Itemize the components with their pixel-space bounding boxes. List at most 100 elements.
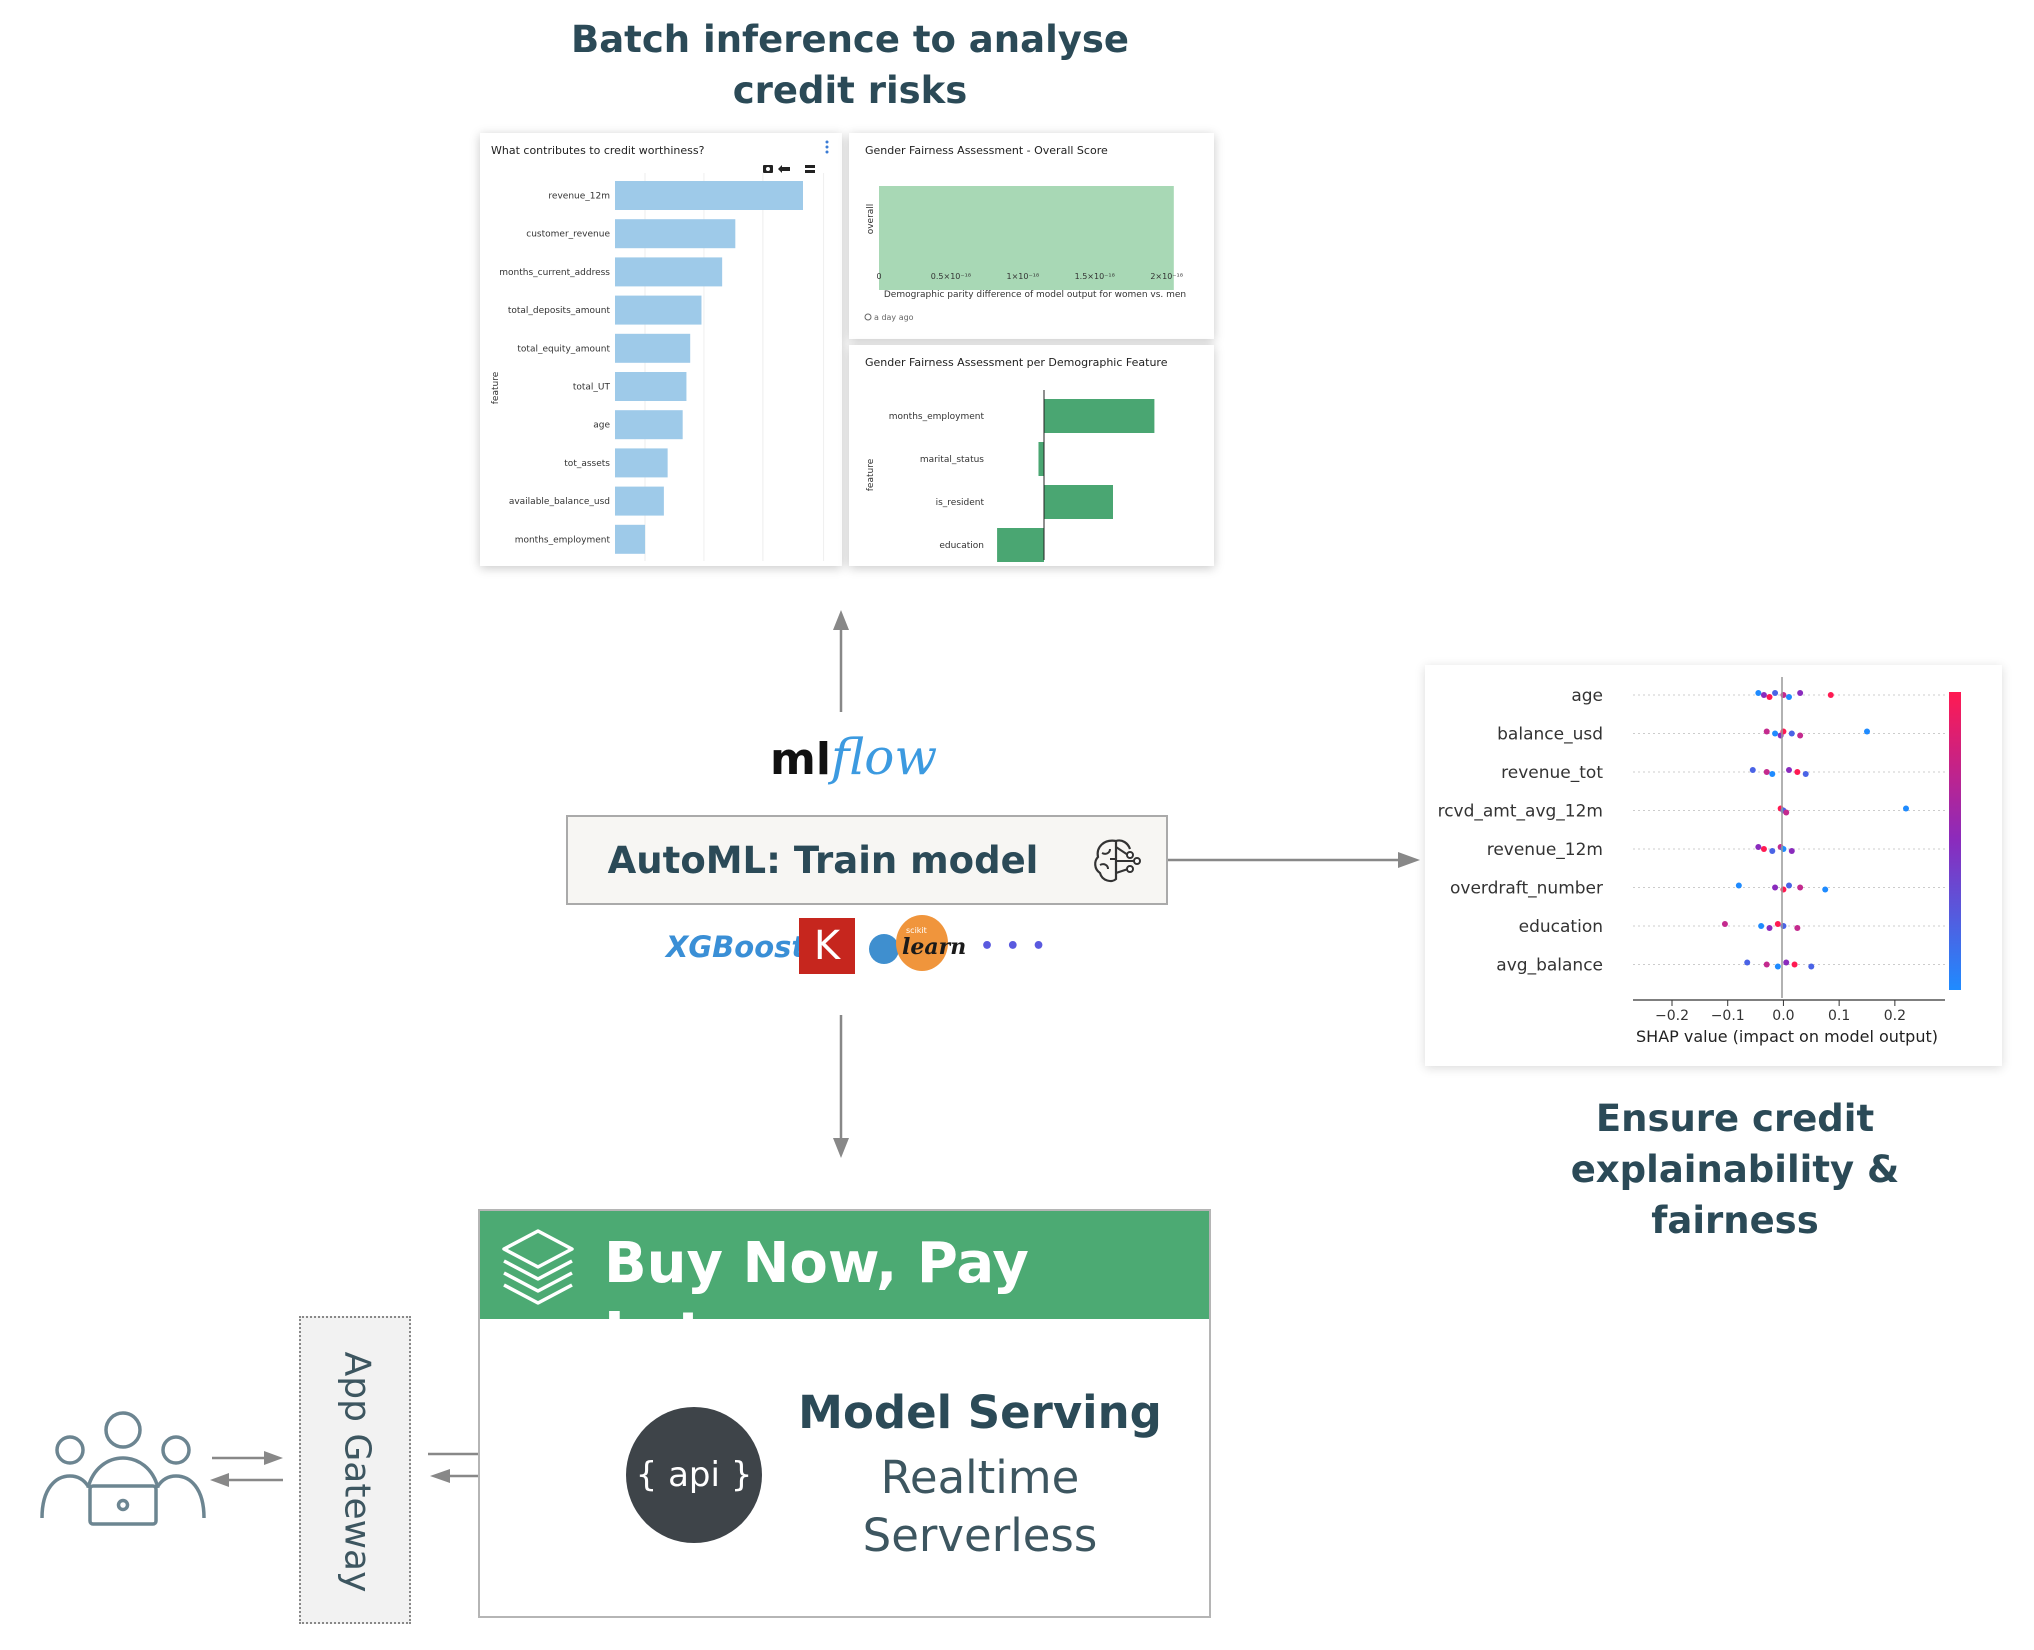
feature-label-overdraft_number: overdraft_number (1450, 879, 1603, 899)
heading-line-1: Ensure credit (1595, 1097, 1875, 1140)
shap-point (1772, 690, 1779, 696)
sklearn-logo: scikit learn (866, 912, 966, 976)
bar-is_resident (1044, 485, 1113, 519)
bar-total_deposits_amount (615, 295, 702, 325)
shap-point (1788, 848, 1795, 854)
users-to-gateway-arrows (210, 1451, 283, 1487)
shap-point (1786, 882, 1792, 889)
automl-label: AutoML: Train model (607, 839, 1039, 882)
shap-point (1758, 923, 1765, 929)
bnpl-title: Buy Now, Pay Later (604, 1231, 1029, 1366)
feature-label-revenue_tot: revenue_tot (1501, 763, 1603, 783)
xgboost-logo: XGBoost (666, 930, 806, 964)
app-gateway: App Gateway (299, 1316, 411, 1624)
tick-label-age: age (593, 421, 610, 431)
bar-months_employment (1044, 399, 1155, 433)
serverless-label: Serverless (862, 1509, 1098, 1562)
heading-line-2: credit risks (732, 69, 968, 112)
shap-point (1786, 767, 1792, 773)
shap-point (1864, 728, 1870, 735)
x-axis-label: Demographic parity difference of model o… (884, 290, 1186, 300)
tick-label-is_resident: is_resident (936, 498, 985, 508)
tick-label-marital_status: marital_status (920, 455, 984, 465)
x-tick-label: 0.5×10⁻¹⁸ (931, 272, 971, 281)
x-tick-label: −0.2 (1655, 1008, 1689, 1024)
heading-line-2: explainability & fairness (1570, 1148, 1900, 1242)
x-tick-label: −0.1 (1711, 1008, 1745, 1024)
y-axis-label: feature (491, 371, 501, 404)
shap-point (1766, 694, 1773, 700)
shap-point (1760, 846, 1767, 852)
toolbar-menu-icon[interactable] (805, 165, 815, 173)
bar-total_UT (615, 372, 687, 401)
kebab-menu-icon[interactable] (825, 140, 829, 154)
tick-label-months_current_address: months_current_address (499, 268, 610, 278)
bar-education (997, 528, 1044, 562)
y-axis-label: feature (866, 458, 876, 491)
shap-point (1755, 690, 1762, 696)
automl-train-box[interactable]: AutoML: Train model (566, 815, 1168, 905)
shap-point (1802, 771, 1809, 777)
x-tick-label: 1×10⁻¹⁸ (1007, 272, 1040, 281)
shap-point (1822, 886, 1829, 893)
feature-label-rcvd_amt_avg_12m: rcvd_amt_avg_12m (1438, 802, 1603, 822)
x-tick-label: 1.5×10⁻¹⁸ (1075, 272, 1115, 281)
shap-point (1808, 963, 1815, 970)
shap-point (1783, 809, 1790, 816)
feature-label-education: education (1519, 917, 1603, 937)
shap-point (1827, 692, 1834, 698)
shap-point (1763, 728, 1770, 735)
shap-point (1763, 961, 1770, 968)
tick-label-months_employment: months_employment (889, 412, 985, 422)
clock-icon (864, 313, 872, 321)
toolbar-arrow-icon[interactable] (778, 165, 790, 173)
bar-revenue_12m (615, 181, 803, 210)
x-tick-label: 2×10⁻¹⁸ (1150, 272, 1183, 281)
shap-point (1772, 884, 1779, 891)
tick-label-tot_assets: tot_assets (564, 459, 610, 469)
tick-label-total_equity_amount: total_equity_amount (517, 344, 610, 354)
shap-point (1797, 690, 1804, 696)
shap-x-label: SHAP value (impact on model output) (1636, 1027, 1938, 1046)
bar-marital_status (1038, 442, 1044, 476)
shap-summary-chart: agebalance_usdrevenue_totrcvd_amt_avg_12… (1438, 677, 1961, 1046)
dashboard-panel-fairness-per-feature: Gender Fairness Assessment per Demograph… (849, 345, 1214, 566)
heading-line-1: Batch inference to analyse (571, 18, 1129, 61)
shap-point (1735, 882, 1742, 889)
panel-title: Gender Fairness Assessment - Overall Sco… (865, 144, 1108, 157)
shap-point (1786, 694, 1792, 700)
model-serving-title: Model Serving (798, 1386, 1162, 1439)
bar-months_current_address (615, 257, 723, 287)
bar-total_equity_amount (615, 333, 691, 363)
shap-point (1903, 805, 1909, 812)
feature-importance-chart: revenue_12mcustomer_revenuemonths_curren… (491, 140, 829, 561)
sklearn-scikit-text: scikit (906, 926, 927, 935)
shap-point (1783, 959, 1790, 966)
shap-point (1794, 769, 1801, 775)
keras-letter: K (813, 923, 841, 969)
shap-point (1760, 692, 1767, 698)
bnpl-container: Buy Now, Pay Later { api } Model Serving… (478, 1209, 1211, 1618)
dashboard-panel-overall-score: Gender Fairness Assessment - Overall Sco… (849, 133, 1214, 339)
keras-logo: K (799, 918, 855, 974)
tick-label-months_employment: months_employment (515, 535, 611, 545)
mlflow-flow: flow (830, 728, 938, 786)
shap-point (1788, 730, 1795, 737)
shap-point (1744, 959, 1751, 966)
explainability-heading: Ensure credit explainability & fairness (1490, 1093, 1980, 1246)
bnpl-header: Buy Now, Pay Later (480, 1211, 1209, 1366)
panel-title: What contributes to credit worthiness? (491, 144, 705, 157)
last-updated: a day ago (874, 313, 914, 322)
shap-point (1749, 767, 1756, 773)
camera-icon[interactable] (763, 165, 773, 173)
bar-tot_assets (615, 448, 668, 478)
users-icon (40, 1411, 206, 1526)
tick-label-revenue_12m: revenue_12m (548, 192, 610, 202)
shap-point (1774, 963, 1781, 970)
sklearn-blue-blob (869, 934, 899, 964)
shap-point (1721, 921, 1728, 927)
shap-color-bar (1949, 692, 1961, 990)
x-tick-label: 0.0 (1772, 1008, 1794, 1024)
